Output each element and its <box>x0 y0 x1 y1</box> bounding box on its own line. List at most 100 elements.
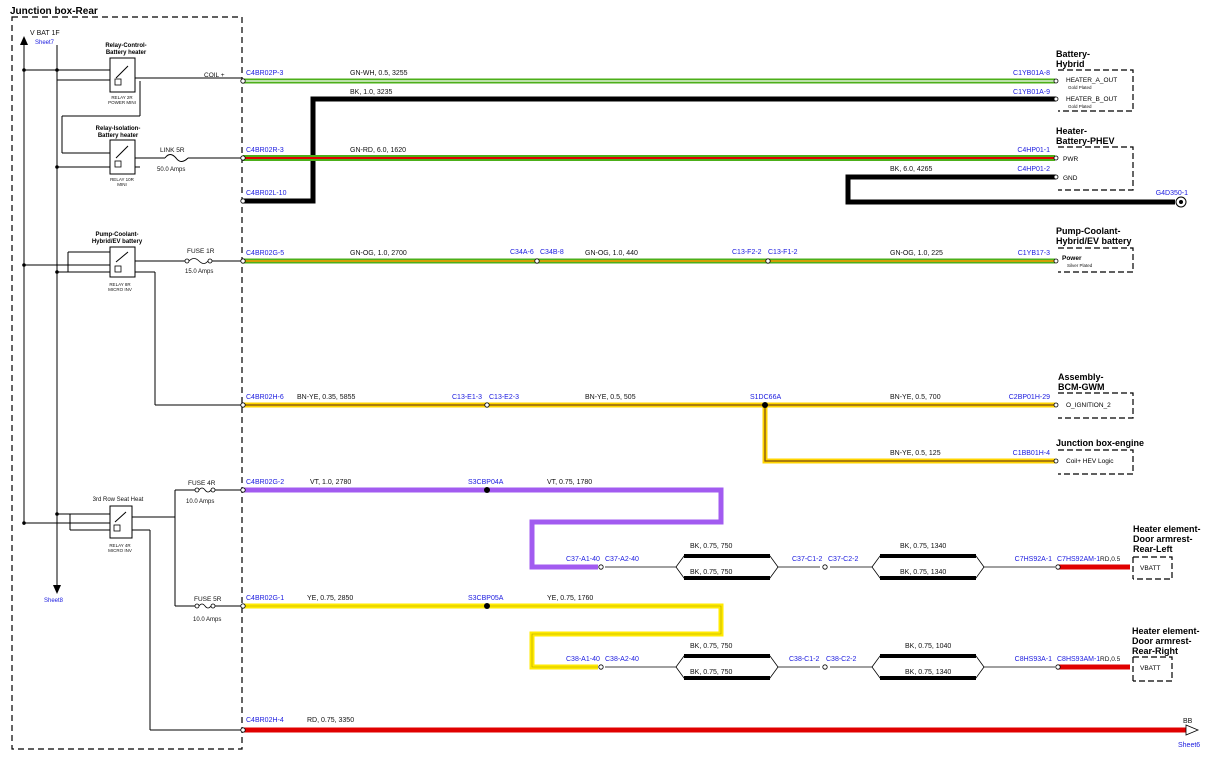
link-5r-label: LINK 5R <box>160 147 185 154</box>
connector-label: C38-A2-40 <box>605 656 639 663</box>
coil-label: COIL + <box>204 72 225 79</box>
connector-label: C4BR02H-4 <box>246 717 284 724</box>
twisted-pair-right-1 <box>605 654 1055 680</box>
connector-label: G4D350-1 <box>1156 190 1188 197</box>
wire-label: RD,0.5 <box>1100 556 1121 563</box>
connector-label: BB <box>1183 718 1193 725</box>
connector-label: C37-A1-40 <box>566 556 600 563</box>
fuse-icon <box>184 258 213 264</box>
twisted-pair-left-1 <box>605 554 1055 580</box>
connector-label: C37-A2-40 <box>605 556 639 563</box>
component-assembly-bcm-gwm: Assembly- BCM-GWM O_IGNITION_2 <box>1058 372 1134 419</box>
connector-label: C8HS93A-1 <box>1015 656 1052 663</box>
connector-label: C7HS92A-1 <box>1015 556 1052 563</box>
plating-label: Gold Plated <box>1068 85 1092 90</box>
component-label: Heater- <box>1056 126 1087 136</box>
relay-type: MICRO INV <box>108 548 132 553</box>
wire-bk-6-0 <box>845 174 1175 205</box>
relay-pump-coolant: Pump-Coolant- Hybrid/EV battery RELAY 8R… <box>92 232 143 292</box>
component-label: BCM-GWM <box>1058 382 1105 392</box>
relay-type: MICRO INV <box>108 287 132 292</box>
wire-label: BN-YE, 0.5, 125 <box>890 450 941 457</box>
connector-label: C37-C2-2 <box>828 556 858 563</box>
wire-label: BK, 0.75, 750 <box>690 569 733 576</box>
connector-label: C13-E1-3 <box>452 394 482 401</box>
splice-s3cbp04a <box>484 487 490 493</box>
relay-type: RELAY 8R <box>109 282 131 287</box>
wire-label: BK, 0.75, 750 <box>690 543 733 550</box>
junction-box-frame <box>11 16 243 750</box>
bb-arrow-icon <box>1185 724 1200 736</box>
relay-label: Battery heater <box>98 133 139 139</box>
connector-terminals <box>240 78 1061 733</box>
component-label: Pump-Coolant- <box>1056 226 1121 236</box>
wire-bk-1-0 <box>243 96 1056 204</box>
fuse-4r-label: FUSE 4R <box>188 480 216 487</box>
diagram-title: Junction box-Rear <box>10 6 98 17</box>
relay-label: Relay-Control- <box>105 43 146 49</box>
connector-label: C4BR02H-6 <box>246 394 284 401</box>
connector-label: C4BR02R-3 <box>246 147 284 154</box>
relay-type: MINI <box>117 182 127 187</box>
connector-label: C37-C1-2 <box>792 556 822 563</box>
relay-control-battery-heater: Relay-Control- Battery heater RELAY 2R P… <box>105 43 147 105</box>
fuse-icon <box>194 603 216 609</box>
wire-label: BK, 0.75, 1340 <box>905 669 951 676</box>
pin-label: PWR <box>1063 156 1078 163</box>
connector-label: C8HS93AM-1 <box>1057 656 1100 663</box>
splice-s1dc66a <box>762 402 768 408</box>
connector-label: C34A-6 <box>510 249 534 256</box>
wire-label: BK, 0.75, 1340 <box>900 569 946 576</box>
wire-bn-ye <box>243 402 1055 464</box>
wire-label: BK, 0.75, 1040 <box>905 643 951 650</box>
relay-type: RELAY 4R <box>109 543 131 548</box>
wire-ye-edge <box>243 605 722 668</box>
connector-label: C1BB01H-4 <box>1013 450 1050 457</box>
wire-label: VT, 1.0, 2780 <box>310 479 351 486</box>
relay-type: RELAY 10R <box>110 177 135 182</box>
plating-label: Gold Plated <box>1068 104 1092 109</box>
component-label: Rear-Right <box>1132 646 1178 656</box>
relay-label: Battery heater <box>106 50 147 56</box>
power-bus-lines <box>23 45 242 731</box>
connector-label: C13-E2-3 <box>489 394 519 401</box>
wire-label: RD, 0.75, 3350 <box>307 717 354 724</box>
wire-label: RD,0.5 <box>1100 656 1121 663</box>
plating-label: Silver Plated <box>1067 263 1093 268</box>
junction-dot <box>22 68 26 72</box>
wire-label: BK, 0.75, 750 <box>690 643 733 650</box>
wire-label: VT, 0.75, 1780 <box>547 479 592 486</box>
sheet8-link[interactable]: Sheet8 <box>44 598 64 604</box>
wire-label: GN-OG, 1.0, 440 <box>585 250 638 257</box>
connector-label: C7HS92AM-1 <box>1057 556 1100 563</box>
pin-label: Coil+ HEV Logic <box>1066 458 1114 465</box>
wire-ye <box>243 603 724 670</box>
component-label: Rear-Left <box>1133 544 1173 554</box>
component-heater-battery-phev: Heater- Battery-PHEV PWR GND <box>1056 126 1134 191</box>
connector-label: C13-F2-2 <box>732 249 762 256</box>
fuse-5r-label: FUSE 5R <box>194 596 222 603</box>
sheet6-link[interactable]: Sheet6 <box>1178 742 1200 749</box>
pin-label: HEATER_B_OUT <box>1066 96 1117 103</box>
splice-label: S1DC66A <box>750 394 781 401</box>
fuse-4r-amps: 10.0 Amps <box>186 499 214 505</box>
relay-isolation-battery-heater: Relay-Isolation- Battery heater RELAY 10… <box>96 126 141 187</box>
pin-label: HEATER_A_OUT <box>1066 77 1117 84</box>
fusible-link-icon <box>164 154 189 162</box>
component-label: Battery-PHEV <box>1056 136 1115 146</box>
component-heater-element-rear-left: Heater element- Door armrest- Rear-Left … <box>1132 524 1201 580</box>
sheet7-link[interactable]: Sheet7 <box>35 40 55 46</box>
component-label: Door armrest- <box>1132 636 1192 646</box>
splice-label: S3CBP05A <box>468 595 504 602</box>
pin-label: O_IGNITION_2 <box>1066 402 1111 409</box>
component-label: Battery- <box>1056 49 1090 59</box>
wire-label: GN-WH, 0.5, 3255 <box>350 70 408 77</box>
connector-label: C4BR02P-3 <box>246 70 283 77</box>
wire-label: BK, 0.75, 750 <box>690 669 733 676</box>
sheet8-arrow-icon <box>53 585 61 594</box>
fuse-5r-amps: 10.0 Amps <box>193 617 221 623</box>
wire-label: BN-YE, 0.35, 5855 <box>297 394 355 401</box>
wire-label: GN-OG, 1.0, 2700 <box>350 250 407 257</box>
pin-label: GND <box>1063 175 1078 182</box>
